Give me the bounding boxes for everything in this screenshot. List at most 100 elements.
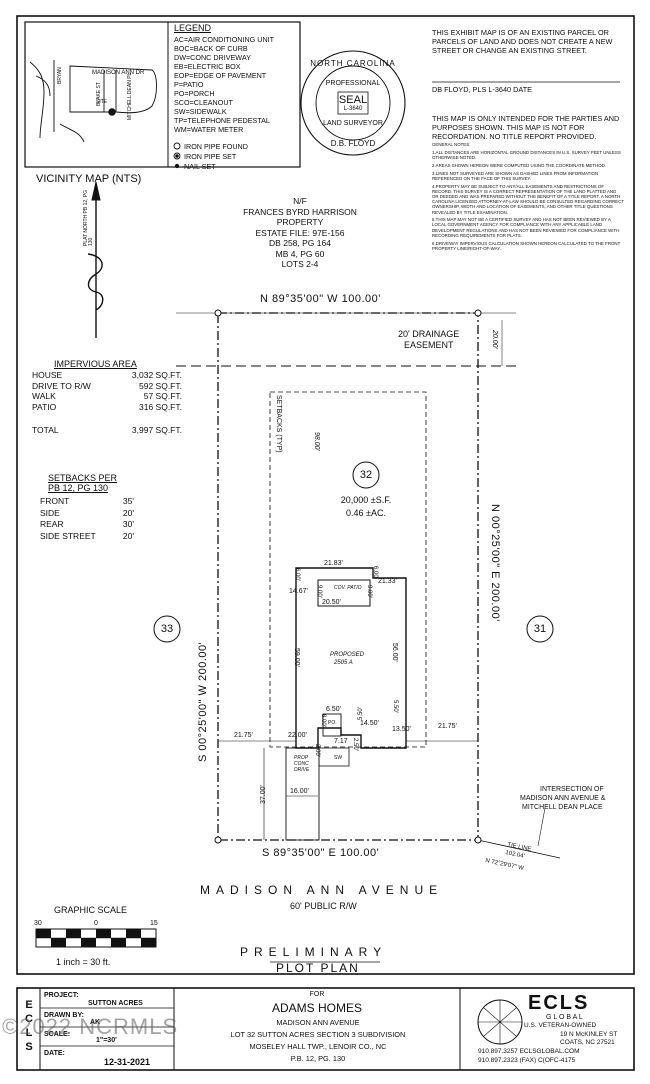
house-dimension: 7.17: [334, 738, 348, 745]
impervious-label: PATIO: [32, 401, 57, 412]
intended-note: THIS MAP IS ONLY INTENDED FOR THE PARTIE…: [432, 114, 620, 141]
general-note: 6.DRIVEWAY IMPERVIOUS CALCULATION SHOWN …: [432, 240, 621, 251]
setback-lines: [269, 391, 427, 748]
intersection-label: INTERSECTION OF: [540, 786, 604, 793]
corner-marker: [474, 836, 482, 844]
legend-item: SW=SIDEWALK: [174, 107, 227, 116]
general-note: 2.AREAS SHOWN HEREON WERE COMPUTED USING…: [432, 162, 607, 168]
vicinity-street: BRYAN: [57, 67, 63, 84]
house-dimension: 5.50': [358, 707, 364, 720]
side-setback-dimension: 21.75': [438, 723, 457, 730]
north-line-bearing: N 89°35'00" W 100.00': [260, 293, 381, 305]
property-boundary: [217, 312, 479, 841]
owner-line: LOTS 2-4: [281, 259, 319, 269]
project-label: PROJECT:: [44, 992, 79, 999]
scale-block: [81, 938, 96, 947]
setbacks-typ-label: SETBACKS (TYP): [275, 395, 282, 453]
impervious-value: 316 SQ.FT.: [139, 401, 182, 412]
owner-line: N/F: [293, 196, 307, 206]
vicinity-street: MADISON ANN DR: [92, 70, 145, 76]
legend-title: LEGEND: [174, 23, 212, 33]
lot-31-marker: [526, 615, 554, 643]
corner-marker: [474, 309, 482, 317]
street-row: 60' PUBLIC R/W: [290, 901, 357, 911]
general-notes-title: GENERAL NOTES:: [432, 142, 471, 147]
setback-value: 20': [122, 530, 134, 541]
house-dimension: 6.50': [326, 706, 341, 713]
proposed-house-model: 2505 A: [334, 660, 353, 666]
house-footprint: [295, 567, 407, 749]
house-dimension: 8.00': [320, 714, 326, 727]
company-phone: 910.897.3257 ECLSGLOBAL.COM: [478, 1048, 580, 1055]
drainage-label: 20' DRAINAGE: [398, 329, 460, 339]
setbacks-title: SETBACKS PER: [48, 473, 118, 483]
drive-label: CONC: [294, 761, 309, 767]
north-arrow-icon: [87, 188, 104, 338]
setback-label: FRONT: [40, 496, 70, 506]
nail-set-icon: [174, 163, 180, 169]
setback-row: SIDE STREET 20': [40, 531, 134, 543]
scale-block: [111, 938, 126, 947]
scale-block: [36, 929, 51, 938]
drawn-label: DRAWN BY:: [44, 1012, 84, 1019]
exhibit-note: THIS EXHIBIT MAP IS OF AN EXISTING PARCE…: [432, 28, 613, 55]
general-note: 4.PROPERTY MAY BE SUBJECT TO ANY/ALL EAS…: [432, 183, 624, 215]
impervious-label: TOTAL: [32, 425, 59, 435]
company-fax: 910.897.2323 (FAX) C(OFC-4175: [478, 1057, 576, 1064]
covered-patio-label: COV. PATIO: [334, 585, 362, 591]
drive-label: DRIVE: [294, 767, 310, 773]
scale-tick: 30: [34, 920, 42, 927]
legend-item: EOP=EDGE OF PAVEMENT: [174, 71, 267, 80]
house-dimension: 56.00': [391, 643, 398, 662]
general-notes: 1.ALL DISTANCES ARE HORIZONTAL GROUND DI…: [432, 150, 624, 253]
south-line-bearing: S 89°35'00" E 100.00': [262, 847, 380, 859]
impervious-row: TOTAL 3,997 SQ.FT.: [32, 425, 182, 436]
general-note: 3.LINES NOT SURVEYED ARE SHOWN AS DASHED…: [432, 170, 599, 181]
lot-acres: 0.46 ±AC.: [346, 508, 386, 518]
covered-patio: [317, 579, 371, 607]
north-label: PLAT NORTH PB 12, PG 130: [83, 189, 94, 246]
lot-number: 32: [359, 469, 373, 481]
house-dimension: 59.00': [293, 648, 300, 667]
house-dimension: 5.50': [392, 700, 398, 713]
seal-top-text: NORTH CAROLINA: [310, 59, 396, 68]
drive-width-dimension: 16.00': [290, 788, 309, 795]
sheet-border: [16, 15, 635, 975]
iron-pipe-set-icon: [173, 152, 181, 160]
legend-item: AC=AIR CONDITIONING UNIT: [174, 35, 275, 44]
house-dimension: 13.50': [392, 726, 411, 733]
scale-caption: 1 inch = 30 ft.: [56, 957, 111, 967]
client-name: ADAMS HOMES: [271, 1001, 363, 1015]
plan-title: PRELIMINARY: [240, 945, 388, 959]
title-block: [16, 987, 635, 1071]
house-dimension: 14.67': [289, 588, 308, 595]
impervious-label: WALK: [32, 391, 56, 401]
intersection-label: MITCHELL DEAN PLACE: [522, 804, 603, 811]
legend-item: TP=TELEPHONE PEDESTAL: [174, 116, 270, 125]
vicinity-site-label: SITE: [96, 99, 108, 105]
legend-item: PO=PORCH: [174, 89, 215, 98]
vicinity-site-marker: [108, 108, 116, 116]
house-dimension: 14.50': [360, 720, 379, 727]
house-dimension: 2.50': [352, 738, 358, 751]
owner-line: ESTATE FILE: 97E-156: [255, 227, 345, 238]
impervious-value: 3,997 SQ.FT.: [131, 425, 182, 435]
impervious-label: DRIVE TO R/W: [32, 380, 91, 391]
lot-32-marker: [352, 461, 380, 489]
setbacks-subtitle: PB 12, PG 130: [48, 483, 109, 493]
company-name: ECLS: [528, 992, 590, 1014]
scale-tick: 0: [94, 920, 98, 927]
impervious-label: HOUSE: [32, 370, 63, 380]
setback-label: SIDE STREET: [40, 530, 96, 541]
legend-item: SCO=CLEANOUT: [174, 98, 233, 107]
east-line-bearing: N 00°25'00" E 200.00': [489, 504, 501, 622]
